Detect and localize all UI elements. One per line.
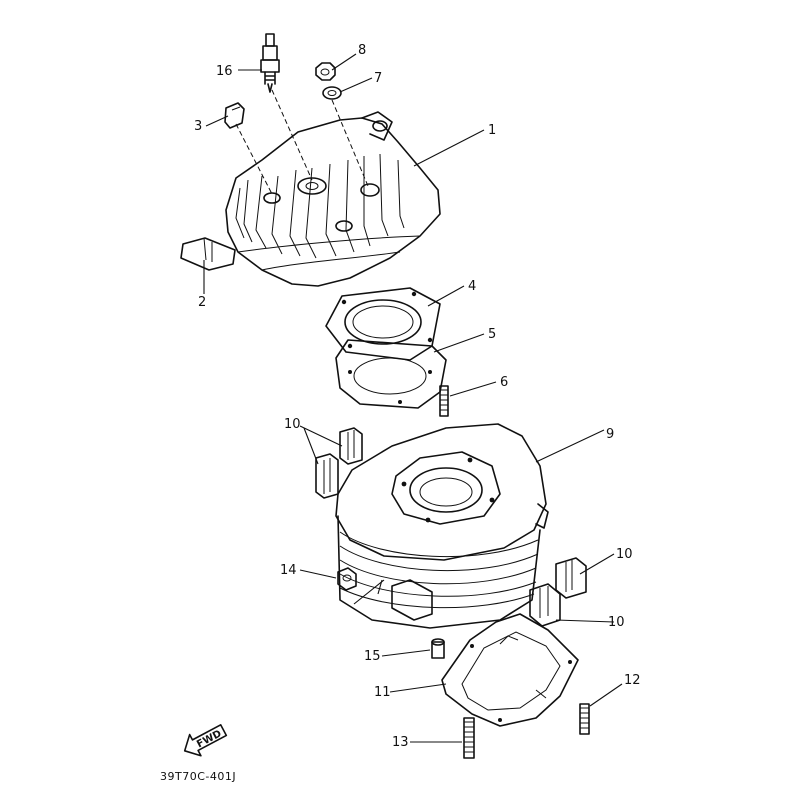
damper-small xyxy=(224,102,245,129)
alignment-lines xyxy=(235,89,369,195)
label-11: 11 xyxy=(374,685,391,700)
damper xyxy=(180,237,236,271)
washer xyxy=(322,86,342,100)
label-9: 9 xyxy=(606,427,614,442)
label-7: 7 xyxy=(374,71,382,86)
cylinder-head xyxy=(225,111,441,287)
label-5: 5 xyxy=(488,327,496,342)
label-13: 13 xyxy=(392,735,409,750)
label-2: 2 xyxy=(198,295,206,310)
label-6: 6 xyxy=(500,375,508,390)
label-4: 4 xyxy=(468,279,476,294)
spark-plug xyxy=(260,33,280,93)
leader-lines xyxy=(203,53,623,743)
head-gasket xyxy=(325,287,441,361)
dowel-pin xyxy=(431,638,445,659)
cylinder-block xyxy=(335,423,549,629)
drawing-code: 39T70C-401J xyxy=(160,770,236,783)
label-16: 16 xyxy=(216,64,233,79)
plug xyxy=(337,567,357,591)
label-10-right-upper: 10 xyxy=(616,547,633,562)
label-8: 8 xyxy=(358,43,366,58)
stud-bolt-lower xyxy=(463,717,475,759)
nut xyxy=(315,62,336,81)
stud-bolt-right xyxy=(579,703,590,735)
stud-bolt-upper xyxy=(439,385,449,417)
cylinder-gasket-upper xyxy=(335,339,447,409)
label-3: 3 xyxy=(194,119,202,134)
label-10-upper: 10 xyxy=(284,417,301,432)
fwd-arrow-icon: FWD xyxy=(183,724,228,757)
label-12: 12 xyxy=(624,673,641,688)
label-1: 1 xyxy=(488,123,496,138)
dampers-right xyxy=(529,557,587,627)
label-10-right-lower: 10 xyxy=(608,615,625,630)
label-14: 14 xyxy=(280,563,297,578)
dampers-left xyxy=(315,427,363,499)
drawing-code-text: 39T70C-401J xyxy=(160,770,236,783)
part-number-labels: 16 8 7 3 1 2 4 5 6 10 9 10 14 10 15 12 1… xyxy=(194,43,641,750)
cylinder-base-gasket xyxy=(441,613,579,727)
label-15: 15 xyxy=(364,649,381,664)
